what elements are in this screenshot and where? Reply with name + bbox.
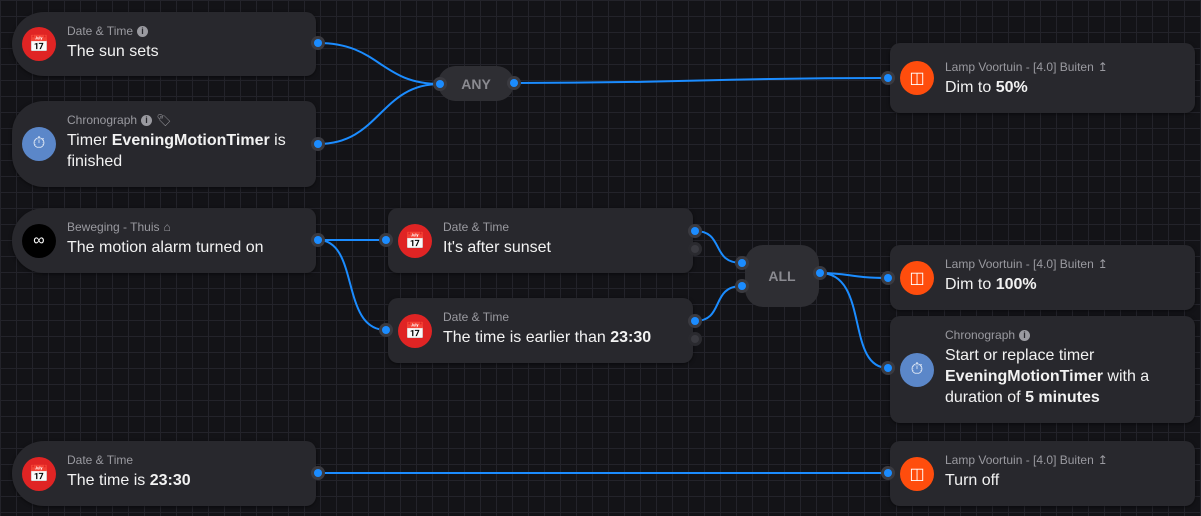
card-app: Lamp Voortuin - [4.0] Buiten [945,60,1094,74]
gate-label: ANY [461,75,491,92]
action-card-dim-50[interactable]: ◫ Lamp Voortuin - [4.0] Buiten↥ Dim to 5… [890,43,1195,113]
input-connector[interactable] [738,259,746,267]
output-connector[interactable] [510,79,518,87]
lamp-icon: ◫ [900,456,934,491]
home-icon: ⌂ [163,220,171,234]
dim-value[interactable]: 100% [995,276,1037,293]
card-text: Dim to [945,79,992,96]
timer-name[interactable]: EveningMotionTimer [945,368,1103,385]
card-app: Lamp Voortuin - [4.0] Buiten [945,257,1094,271]
timer-name[interactable]: EveningMotionTimer [111,132,270,149]
card-app: Chronograph [67,113,138,127]
trigger-card-motion[interactable]: ∞ Beweging - Thuis⌂ The motion alarm tur… [12,208,316,273]
card-text: The time is [67,472,146,489]
stopwatch-icon: ⏱ [22,127,56,161]
calendar-clock-icon: 📅 [22,27,56,61]
output-connector[interactable] [314,236,322,244]
card-app: Chronograph [945,328,1016,342]
card-text: The motion alarm turned on [67,239,264,256]
output-connector[interactable] [314,39,322,47]
motion-sensor-icon: ∞ [22,223,56,258]
card-text: Dim to [945,276,992,293]
input-connector[interactable] [382,236,390,244]
card-text: The time is earlier than [443,329,606,346]
info-icon[interactable]: i [141,114,153,126]
true-output-connector[interactable] [691,227,699,235]
all-gate[interactable]: ALL [745,245,819,307]
false-output-connector[interactable] [691,335,699,343]
input-connector[interactable] [884,469,892,477]
duration-unit[interactable]: minutes [1038,389,1100,406]
card-text: The sun sets [67,43,159,60]
time-value[interactable]: 23:30 [610,329,652,346]
card-text: with a duration of [945,368,1150,406]
output-icon: ↥ [1097,60,1108,74]
wire [513,77,889,84]
condition-card-after-sunset[interactable]: 📅 Date & Time It's after sunset [388,208,693,273]
input-connector[interactable] [436,80,444,88]
output-icon: ↥ [1097,453,1108,467]
card-app: Beweging - Thuis [67,220,160,234]
calendar-clock-icon: 📅 [398,223,432,258]
card-app: Date & Time [443,220,510,234]
card-app: Date & Time [67,453,134,467]
input-connector[interactable] [884,364,892,372]
lamp-icon: ◫ [900,260,934,295]
card-text: It's after sunset [443,239,551,256]
card-text: is finished [67,132,286,170]
calendar-clock-icon: 📅 [398,313,432,348]
wire [819,272,889,369]
stopwatch-icon: ⏱ [900,352,934,387]
card-app: Date & Time [67,24,134,38]
wire [694,230,743,264]
duration-amount[interactable]: 5 [1025,389,1034,406]
wire [317,239,387,331]
input-connector[interactable] [884,74,892,82]
tag-icon: 🏷 [156,113,172,127]
input-connector[interactable] [884,274,892,282]
calendar-clock-icon: 📅 [22,456,56,491]
any-gate[interactable]: ANY [438,66,514,101]
card-text: Turn off [945,472,1000,489]
true-output-connector[interactable] [691,317,699,325]
card-text: Timer [67,132,108,149]
wire [317,42,441,85]
output-connector[interactable] [816,269,824,277]
time-value[interactable]: 23:30 [149,472,191,489]
trigger-card-time-is[interactable]: 📅 Date & Time The time is 23:30 [12,441,316,506]
false-output-connector[interactable] [691,245,699,253]
condition-card-earlier-than[interactable]: 📅 Date & Time The time is earlier than 2… [388,298,693,363]
lamp-icon: ◫ [900,61,934,95]
card-text: Start or replace timer [945,347,1095,364]
output-connector[interactable] [314,140,322,148]
input-connector[interactable] [738,282,746,290]
card-app: Date & Time [443,310,510,324]
dim-value[interactable]: 50% [995,79,1028,96]
gate-label: ALL [768,268,796,284]
wire [317,83,441,145]
info-icon[interactable]: i [137,25,149,37]
info-icon[interactable]: i [1019,329,1031,341]
input-connector[interactable] [382,326,390,334]
output-icon: ↥ [1097,257,1108,271]
card-app: Lamp Voortuin - [4.0] Buiten [945,453,1094,467]
action-card-dim-100[interactable]: ◫ Lamp Voortuin - [4.0] Buiten↥ Dim to 1… [890,245,1195,310]
wire [694,285,743,322]
output-connector[interactable] [314,469,322,477]
action-card-turn-off[interactable]: ◫ Lamp Voortuin - [4.0] Buiten↥ Turn off [890,441,1195,506]
